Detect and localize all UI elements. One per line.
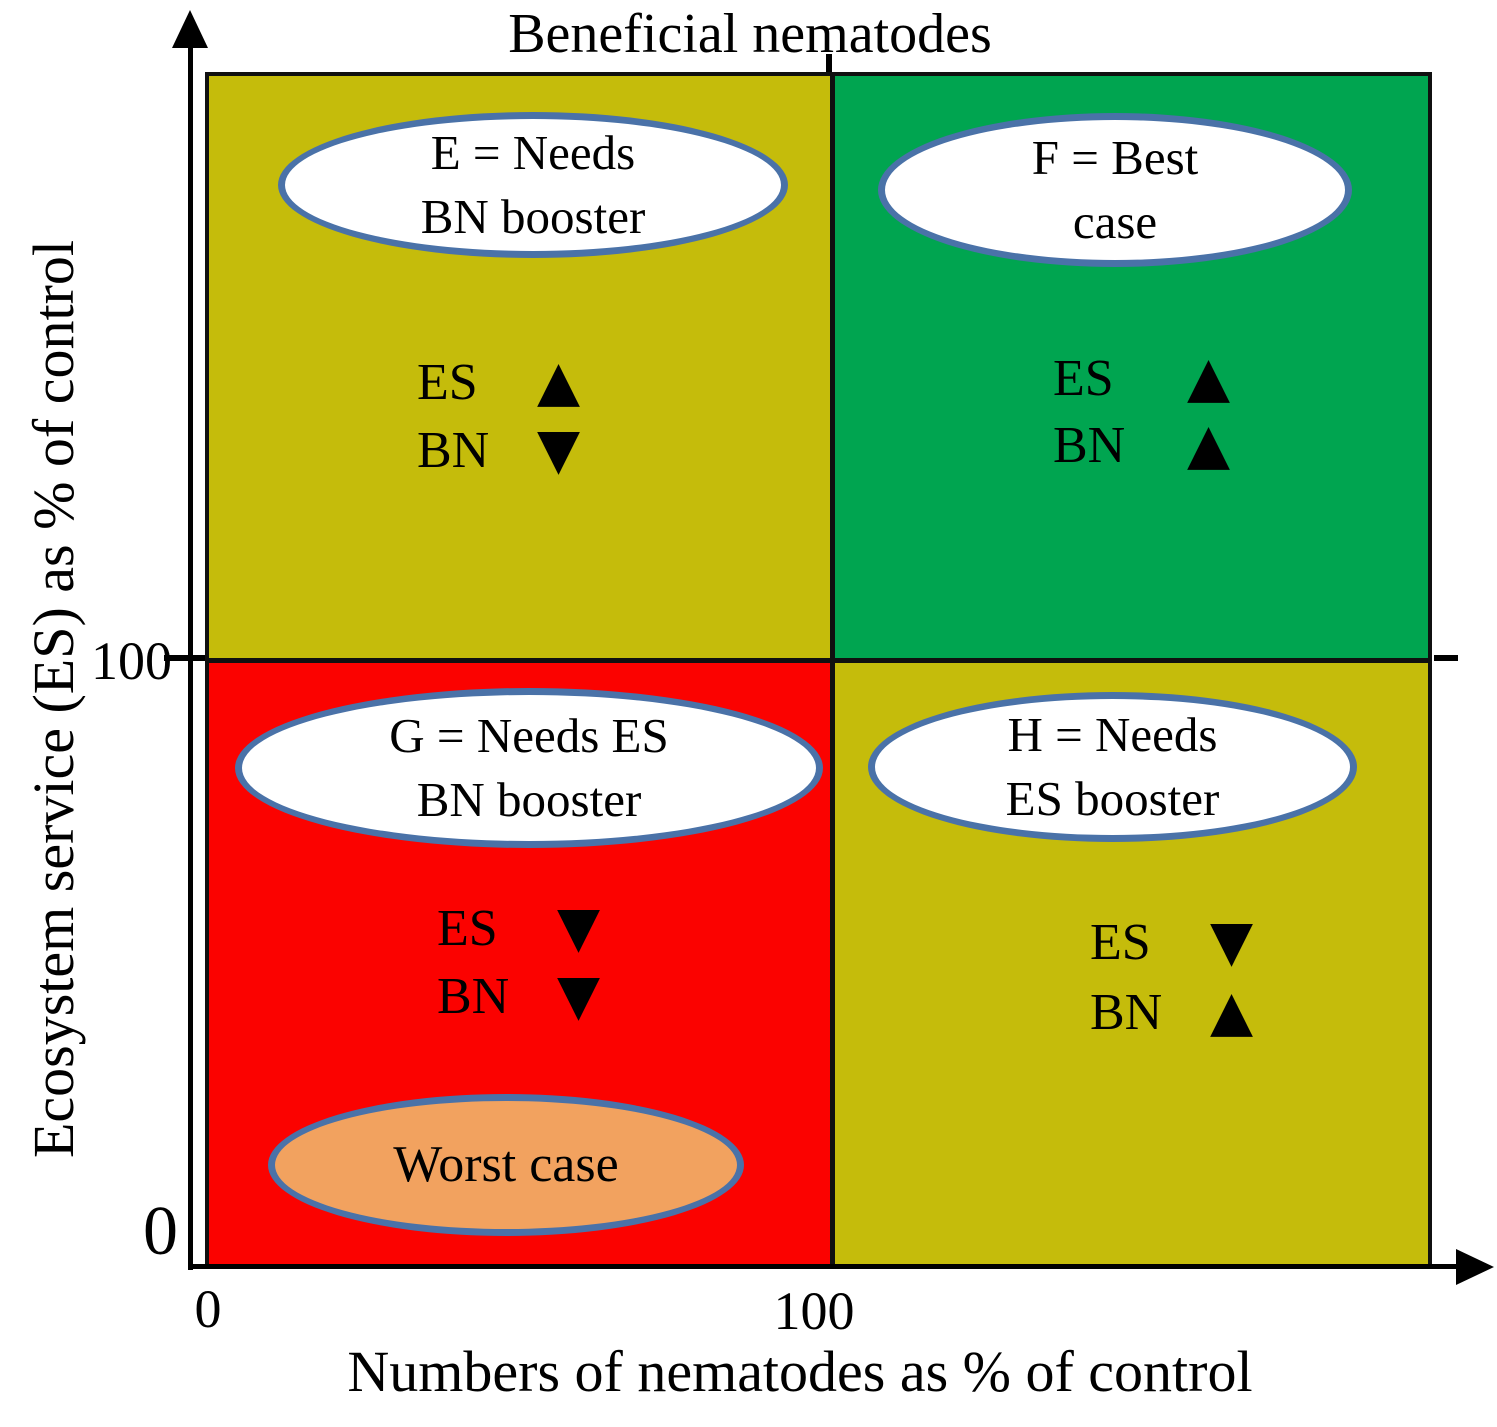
callout-text-line: G = Needs ES [389,708,669,764]
bn-label: BN [437,967,510,1025]
callout-g-needs-es-bn-booster: G = Needs ES BN booster [235,688,823,848]
callout-text-line: BN booster [416,772,642,827]
up-arrow-icon: ▲ [1210,979,1254,1044]
callout-worst-case: Worst case [268,1094,744,1236]
up-arrow-icon: ▲ [1187,412,1231,477]
callout-text-line: H = Needs [1007,707,1218,763]
y-tick-100: 100 [91,631,172,691]
y-axis-100-tick [164,655,205,661]
y-axis-arrowhead-icon [172,10,208,48]
trend-row-bn: BN ▲ [1053,413,1230,477]
x-tick-100: 100 [773,1281,855,1341]
callout-text-line: E = Needs [430,125,636,181]
right-midpoint-tick [1434,655,1458,661]
trend-row-es: ES ▼ [437,896,600,960]
bn-label: BN [417,421,490,479]
trend-row-bn: BN ▲ [1090,980,1253,1044]
callout-text-line: ES booster [1005,771,1220,826]
callout-h-needs-es-booster: H = Needs ES booster [868,692,1357,842]
es-label: ES [1053,349,1114,407]
trend-row-es: ES ▲ [1053,346,1230,410]
trend-row-es: ES ▲ [417,350,580,414]
up-arrow-icon: ▲ [1187,345,1231,410]
down-arrow-icon: ▼ [537,417,581,482]
callout-text-line: BN booster [420,189,646,244]
x-axis-line [188,1264,1460,1269]
trend-row-bn: BN ▼ [417,418,580,482]
es-label: ES [437,899,498,957]
callout-text-line: Worst case [393,1136,619,1194]
x-axis-label: Numbers of nematodes as % of control [347,1339,1253,1404]
es-label: ES [1090,913,1151,971]
bn-label: BN [1090,983,1163,1041]
bn-label: BN [1053,416,1126,474]
callout-e-needs-bn-booster: E = Needs BN booster [278,112,788,258]
y-axis-line [188,32,193,1270]
top-midpoint-tick [826,54,832,72]
y-tick-0: 0 [143,1193,178,1270]
callout-f-best-case: F = Best case [878,113,1352,267]
down-arrow-icon: ▼ [557,895,601,960]
x-tick-0: 0 [194,1279,222,1339]
callout-text-line: case [1072,194,1158,249]
down-arrow-icon: ▼ [1210,909,1254,974]
trend-row-bn: BN ▼ [437,964,600,1028]
callout-text-line: F = Best [1031,130,1199,186]
y-axis-label: Ecosystem service (ES) as % of control [21,239,86,1159]
chart-title: Beneficial nematodes [508,3,992,65]
down-arrow-icon: ▼ [557,963,601,1028]
up-arrow-icon: ▲ [537,349,581,414]
es-label: ES [417,353,478,411]
trend-row-es: ES ▼ [1090,910,1253,974]
x-axis-arrowhead-icon [1456,1248,1494,1285]
